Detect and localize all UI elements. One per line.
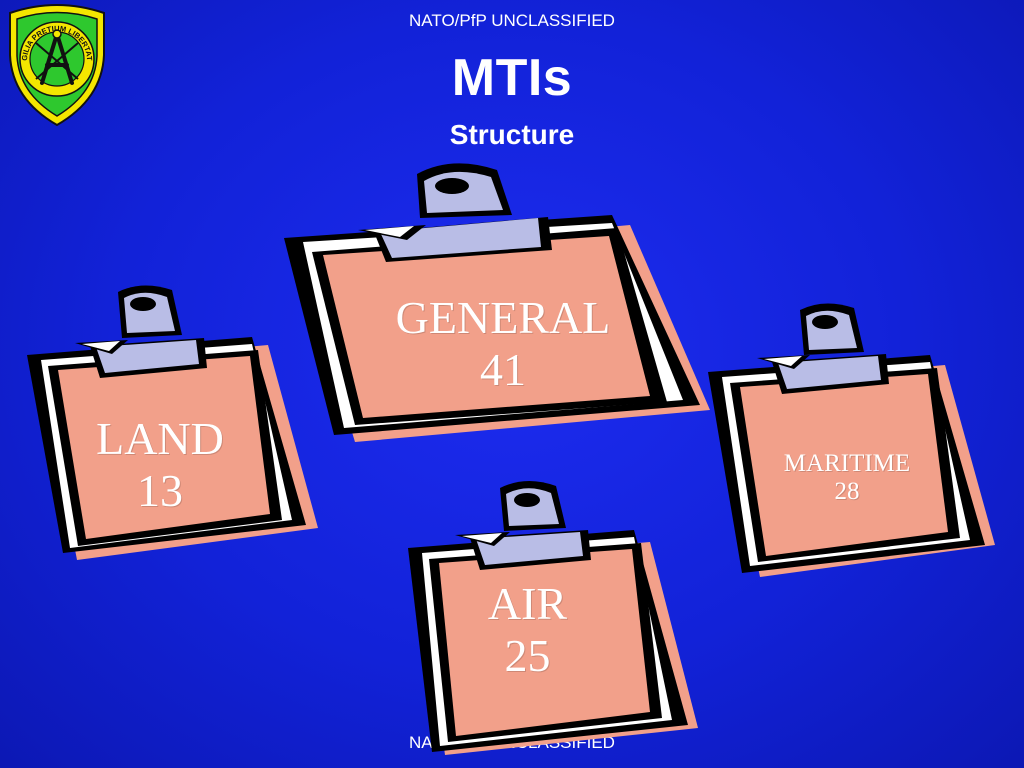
shield-emblem-icon: VIGILIA PRETIUM LIBERTATIS	[6, 3, 105, 127]
general-label: GENERAL	[395, 292, 611, 343]
maritime-text: MARITIME 28	[757, 450, 937, 507]
classification-bottom: NATO/PfP UNCLASSIFIED	[409, 733, 615, 752]
general-count: 41	[480, 343, 526, 395]
maritime-count: 28	[834, 478, 860, 506]
page-subtitle: Structure	[449, 119, 575, 150]
maritime-label: MARITIME	[783, 450, 911, 477]
classification-top: NATO/PfP UNCLASSIFIED	[409, 11, 615, 30]
land-label: LAND	[96, 413, 224, 464]
general-text: GENERAL 41	[368, 292, 638, 396]
air-text: AIR 25	[455, 578, 600, 682]
air-count: 25	[504, 629, 551, 681]
page-title: MTIs	[451, 49, 573, 107]
land-text: LAND 13	[80, 413, 240, 517]
air-label: AIR	[487, 578, 568, 629]
land-count: 13	[137, 464, 183, 516]
